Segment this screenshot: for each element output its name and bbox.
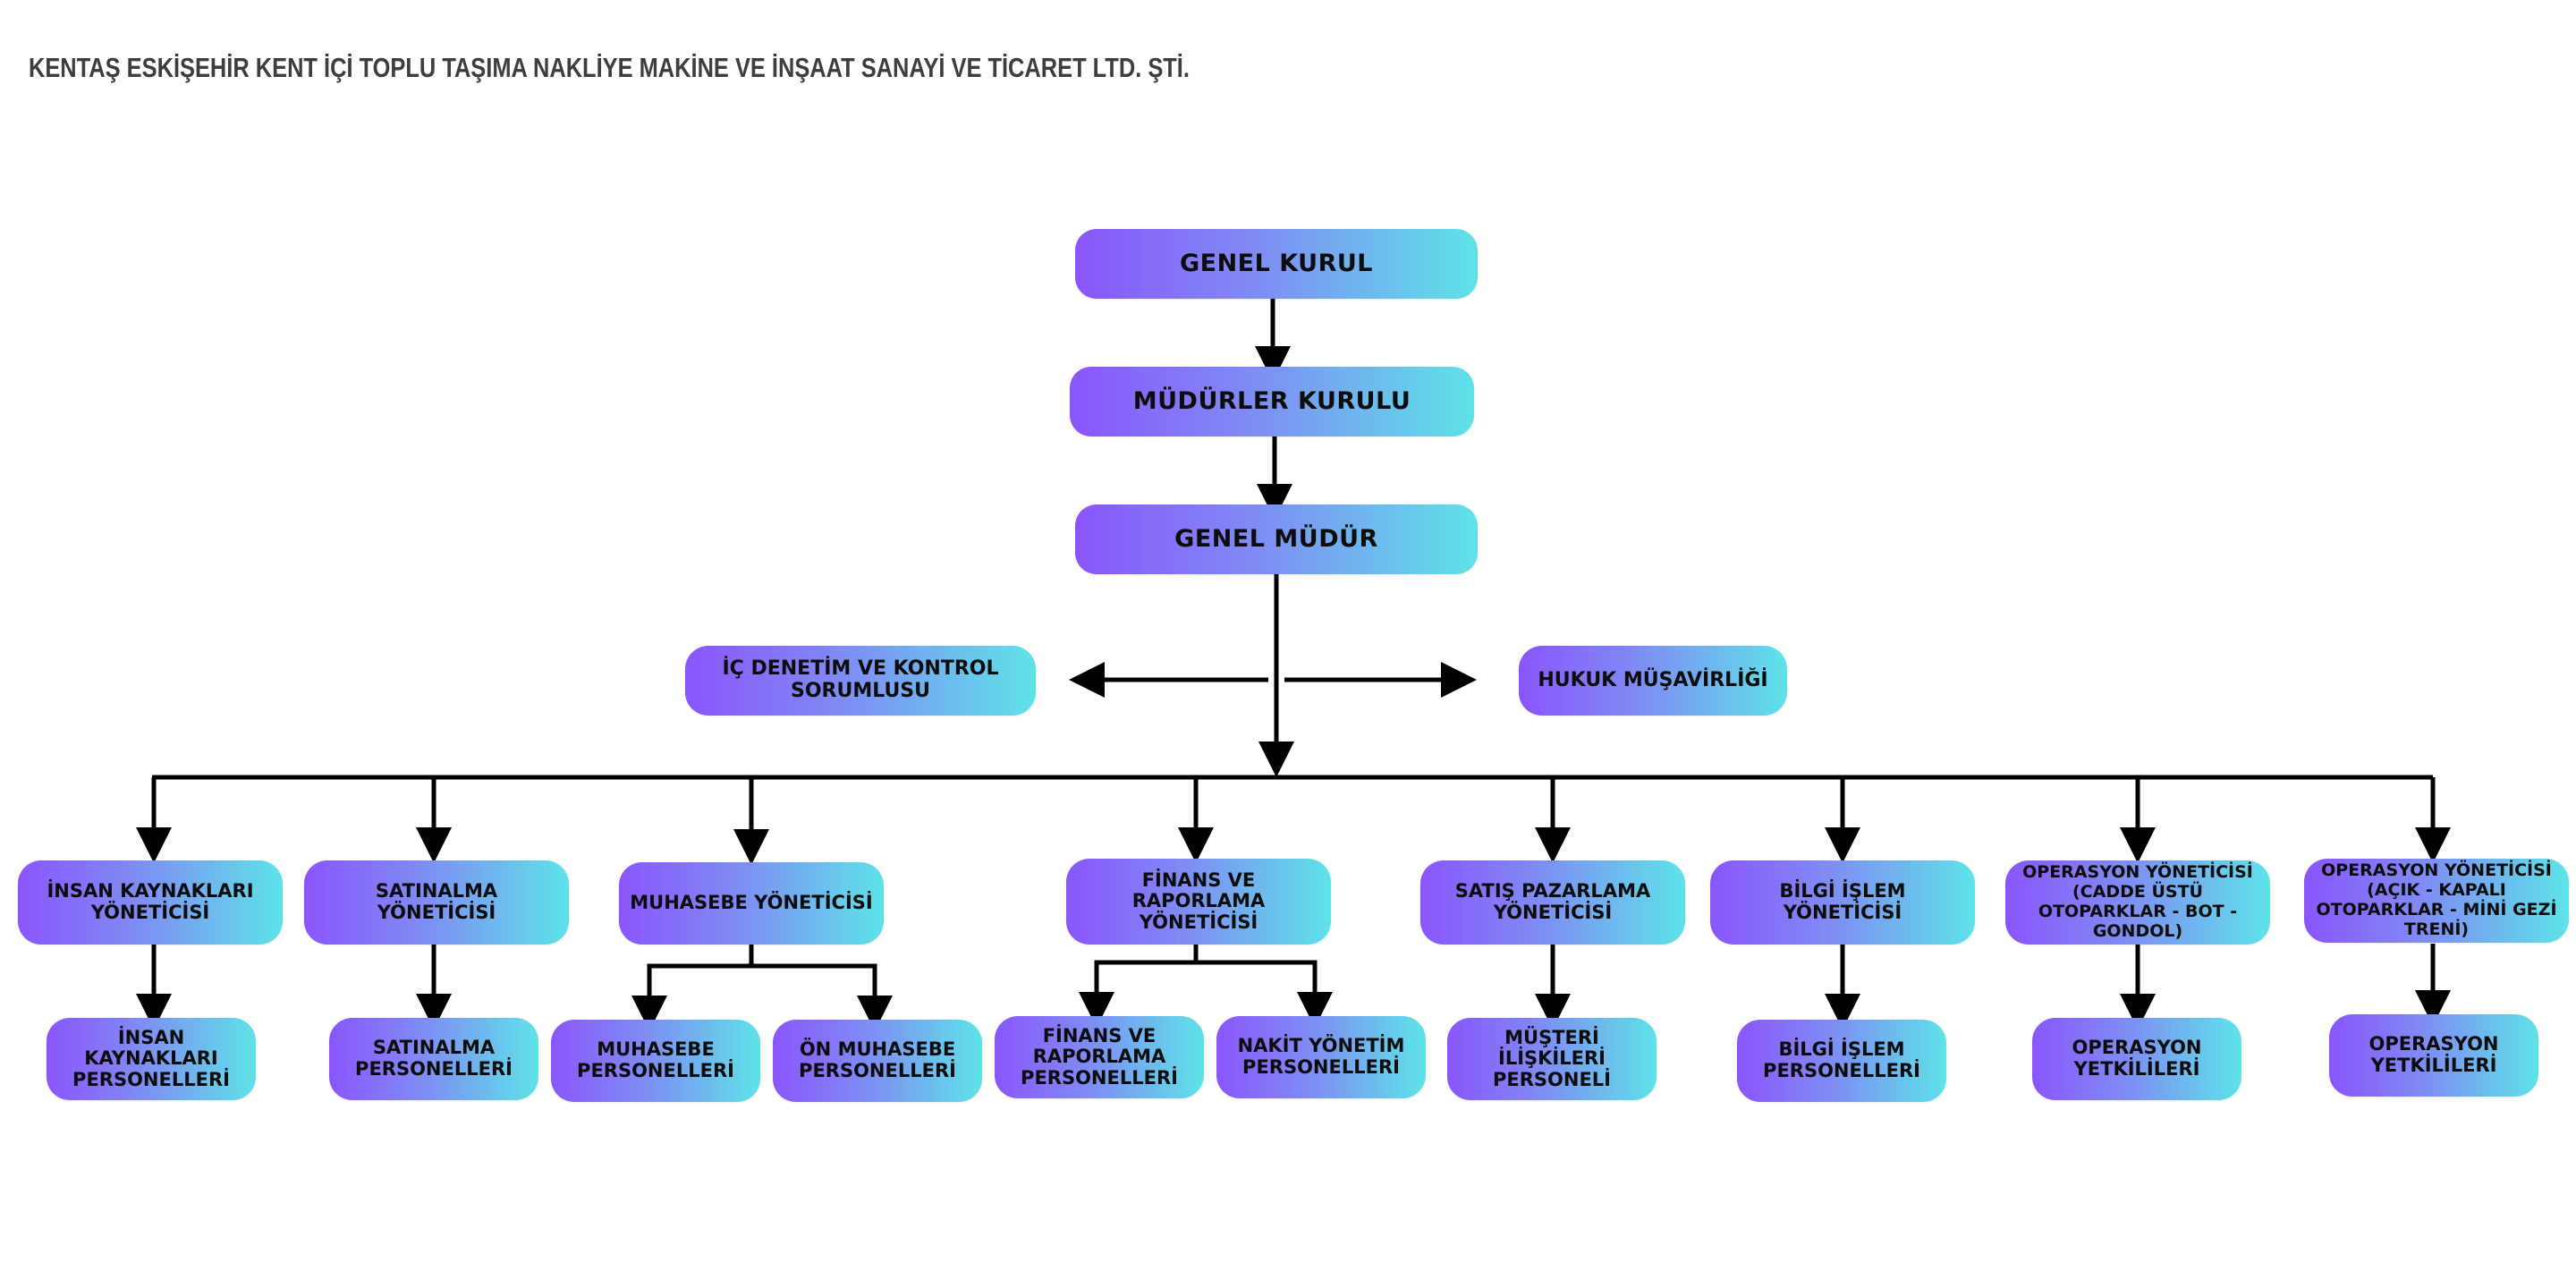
node-hukuk-musavirligi: HUKUK MÜŞAVİRLİĞİ [1519,646,1787,716]
node-bilgi-islem-personelleri: BİLGİ İŞLEM PERSONELLERİ [1737,1020,1946,1102]
node-satis-pazarlama-yoneticisi: SATIŞ PAZARLAMA YÖNETİCİSİ [1420,860,1685,945]
node-operasyon-yetkilileri-cadde: OPERASYON YETKİLİLERİ [2032,1018,2241,1100]
node-insan-kaynaklari-personelleri: İNSAN KAYNAKLARI PERSONELLERİ [47,1018,256,1100]
node-operasyon-yetkilileri-kapali: OPERASYON YETKİLİLERİ [2329,1014,2538,1097]
node-genel-mudur: GENEL MÜDÜR [1075,504,1478,574]
node-musteri-iliskileri-personeli: MÜŞTERİ İLİŞKİLERİ PERSONELİ [1447,1018,1657,1100]
node-bilgi-islem-yoneticisi: BİLGİ İŞLEM YÖNETİCİSİ [1710,860,1975,945]
node-muhasebe-personelleri: MUHASEBE PERSONELLERİ [551,1020,760,1102]
node-muhasebe-yoneticisi: MUHASEBE YÖNETİCİSİ [619,862,884,945]
node-operasyon-yoneticisi-kapali: OPERASYON YÖNETİCİSİ (AÇIK - KAPALI OTOP… [2304,859,2569,943]
node-genel-kurul: GENEL KURUL [1075,229,1478,299]
node-nakit-yonetim-personelleri: NAKİT YÖNETİM PERSONELLERİ [1216,1016,1426,1098]
page-title: KENTAŞ ESKİŞEHİR KENT İÇİ TOPLU TAŞIMA N… [29,52,1190,83]
node-satinalma-personelleri: SATINALMA PERSONELLERİ [329,1018,538,1100]
node-finans-yoneticisi: FİNANS VE RAPORLAMA YÖNETİCİSİ [1066,859,1331,945]
node-operasyon-yoneticisi-cadde: OPERASYON YÖNETİCİSİ (CADDE ÜSTÜ OTOPARK… [2005,860,2270,945]
node-on-muhasebe-personelleri: ÖN MUHASEBE PERSONELLERİ [773,1020,982,1102]
connector-muhasebe-split [647,944,754,1018]
connector-finans-split [1094,944,1199,1014]
node-insan-kaynaklari-yoneticisi: İNSAN KAYNAKLARI YÖNETİCİSİ [18,860,283,945]
node-mudurler-kurulu: MÜDÜRLER KURULU [1070,367,1474,436]
node-ic-denetim: İÇ DENETİM VE KONTROL SORUMLUSU [685,646,1036,716]
node-satinalma-yoneticisi: SATINALMA YÖNETİCİSİ [304,860,569,945]
node-finans-raporlama-personelleri: FİNANS VE RAPORLAMA PERSONELLERİ [995,1016,1204,1098]
